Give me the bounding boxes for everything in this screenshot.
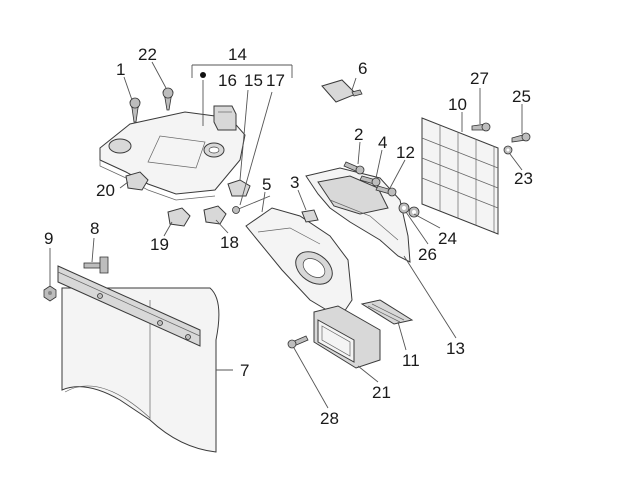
callout-28: 28 bbox=[320, 409, 339, 428]
callout-18: 18 bbox=[220, 233, 239, 252]
callout-21: 21 bbox=[372, 383, 391, 402]
screw-part bbox=[471, 122, 491, 132]
screw-part bbox=[343, 161, 365, 175]
clip-part bbox=[125, 171, 149, 191]
bolt-part bbox=[83, 256, 109, 274]
clip-part bbox=[213, 105, 237, 131]
callout-17: 17 bbox=[266, 71, 285, 90]
bullet-dot bbox=[200, 72, 206, 78]
callout-2: 2 bbox=[354, 125, 363, 144]
lens-part bbox=[360, 299, 414, 325]
clip-part bbox=[301, 209, 319, 223]
plate-light-part bbox=[313, 305, 381, 369]
callout-20: 20 bbox=[96, 181, 115, 200]
license-plate-frame-part bbox=[421, 117, 499, 235]
mudflap-bracket-part bbox=[57, 265, 201, 347]
clip-part bbox=[167, 207, 191, 227]
callout-24: 24 bbox=[438, 229, 457, 248]
nut-part bbox=[43, 285, 57, 302]
callout-27: 27 bbox=[470, 69, 489, 88]
callout-7: 7 bbox=[240, 361, 249, 380]
washer-part bbox=[503, 145, 513, 155]
callout-14: 14 bbox=[228, 45, 247, 64]
callout-5: 5 bbox=[262, 175, 271, 194]
screw-part bbox=[129, 97, 141, 123]
washer-part bbox=[398, 202, 410, 214]
callout-4: 4 bbox=[378, 133, 387, 152]
screw-part bbox=[375, 185, 397, 197]
callout-labels: 1 22 14 16 15 17 6 27 25 10 2 4 12 23 3 … bbox=[44, 45, 533, 428]
leader-lines bbox=[49, 61, 523, 409]
callout-1: 1 bbox=[116, 60, 125, 79]
inner-shield-part bbox=[245, 207, 353, 319]
clip-part bbox=[227, 179, 251, 197]
callout-26: 26 bbox=[418, 245, 437, 264]
screw-part bbox=[287, 335, 309, 349]
callout-9: 9 bbox=[44, 229, 53, 248]
callout-12: 12 bbox=[396, 143, 415, 162]
bracket-part bbox=[321, 79, 363, 103]
washer-part bbox=[408, 206, 420, 218]
clip-part bbox=[203, 205, 227, 225]
callout-6: 6 bbox=[358, 59, 367, 78]
screw-part bbox=[162, 87, 174, 111]
callout-22: 22 bbox=[138, 45, 157, 64]
callout-25: 25 bbox=[512, 87, 531, 106]
callout-3: 3 bbox=[290, 173, 299, 192]
screw-part bbox=[511, 132, 531, 143]
callout-11: 11 bbox=[402, 351, 420, 370]
callout-23: 23 bbox=[514, 169, 533, 188]
callout-15: 15 bbox=[244, 71, 263, 90]
callout-10: 10 bbox=[448, 95, 467, 114]
callout-19: 19 bbox=[150, 235, 169, 254]
callout-8: 8 bbox=[90, 219, 99, 238]
callout-13: 13 bbox=[446, 339, 465, 358]
callout-16: 16 bbox=[218, 71, 237, 90]
screw-part bbox=[359, 175, 381, 187]
